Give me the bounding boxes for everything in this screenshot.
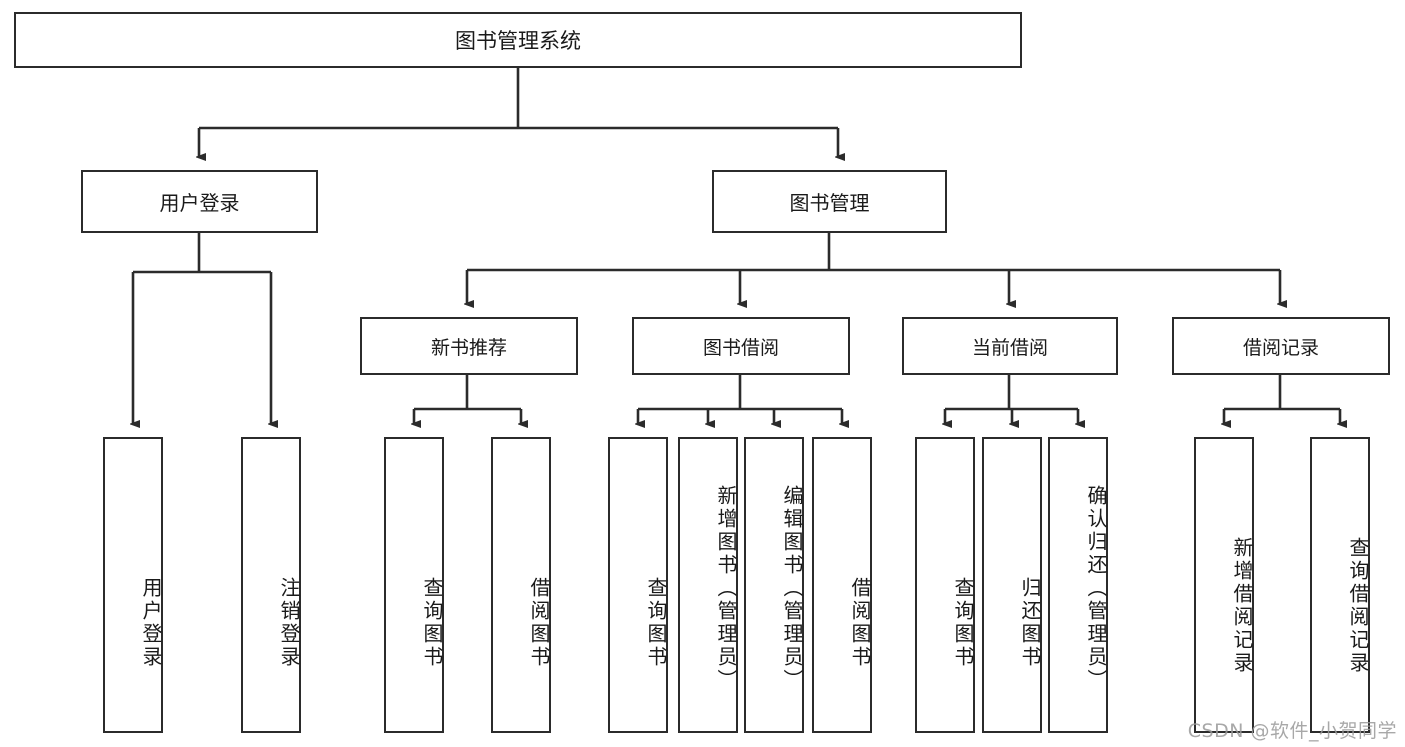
node-book-borrow-label: 图书借阅 [702,336,779,359]
node-new-book-recommend-label: 新书推荐 [430,336,507,359]
node-leaf-confirm-return[interactable]: 确认归还（管理员） [1048,437,1108,733]
node-root[interactable]: 图书管理系统 [14,12,1022,68]
node-leaf-query-record-label: 查询借阅记录 [1346,537,1370,675]
node-leaf-return-book[interactable]: 归还图书 [982,437,1042,733]
node-leaf-borrow-book-1-label: 借阅图书 [527,577,551,669]
node-borrow-record-label: 借阅记录 [1242,336,1319,359]
node-leaf-add-book-label: 新增图书（管理员） [714,484,738,692]
node-book-management-label: 图书管理 [789,191,870,215]
node-user-login-label: 用户登录 [159,191,240,215]
node-current-borrow-label: 当前借阅 [971,336,1048,359]
node-leaf-query-book-3[interactable]: 查询图书 [915,437,975,733]
node-leaf-query-book-1[interactable]: 查询图书 [384,437,444,733]
node-leaf-borrow-book-2[interactable]: 借阅图书 [812,437,872,733]
node-leaf-query-book-2-label: 查询图书 [644,577,668,669]
node-leaf-add-record[interactable]: 新增借阅记录 [1194,437,1254,733]
node-leaf-borrow-book-1[interactable]: 借阅图书 [491,437,551,733]
node-leaf-query-record[interactable]: 查询借阅记录 [1310,437,1370,733]
node-current-borrow[interactable]: 当前借阅 [902,317,1118,375]
node-leaf-edit-book[interactable]: 编辑图书（管理员） [744,437,804,733]
node-leaf-user-login-label: 用户登录 [139,577,163,669]
node-leaf-borrow-book-2-label: 借阅图书 [848,577,872,669]
node-user-login[interactable]: 用户登录 [81,170,318,233]
node-leaf-user-login[interactable]: 用户登录 [103,437,163,733]
node-leaf-query-book-1-label: 查询图书 [420,577,444,669]
node-leaf-confirm-return-label: 确认归还（管理员） [1084,484,1108,692]
node-root-label: 图书管理系统 [455,29,581,53]
node-borrow-record[interactable]: 借阅记录 [1172,317,1390,375]
node-leaf-edit-book-label: 编辑图书（管理员） [780,484,804,692]
watermark-text: CSDN @软件_小贺同学 [1187,720,1397,742]
node-book-borrow[interactable]: 图书借阅 [632,317,850,375]
node-leaf-add-book[interactable]: 新增图书（管理员） [678,437,738,733]
node-book-management[interactable]: 图书管理 [712,170,947,233]
node-leaf-return-book-label: 归还图书 [1018,577,1042,669]
node-new-book-recommend[interactable]: 新书推荐 [360,317,578,375]
node-leaf-add-record-label: 新增借阅记录 [1230,537,1254,675]
node-leaf-logout-label: 注销登录 [277,577,301,669]
node-leaf-logout[interactable]: 注销登录 [241,437,301,733]
node-leaf-query-book-2[interactable]: 查询图书 [608,437,668,733]
node-leaf-query-book-3-label: 查询图书 [951,577,975,669]
